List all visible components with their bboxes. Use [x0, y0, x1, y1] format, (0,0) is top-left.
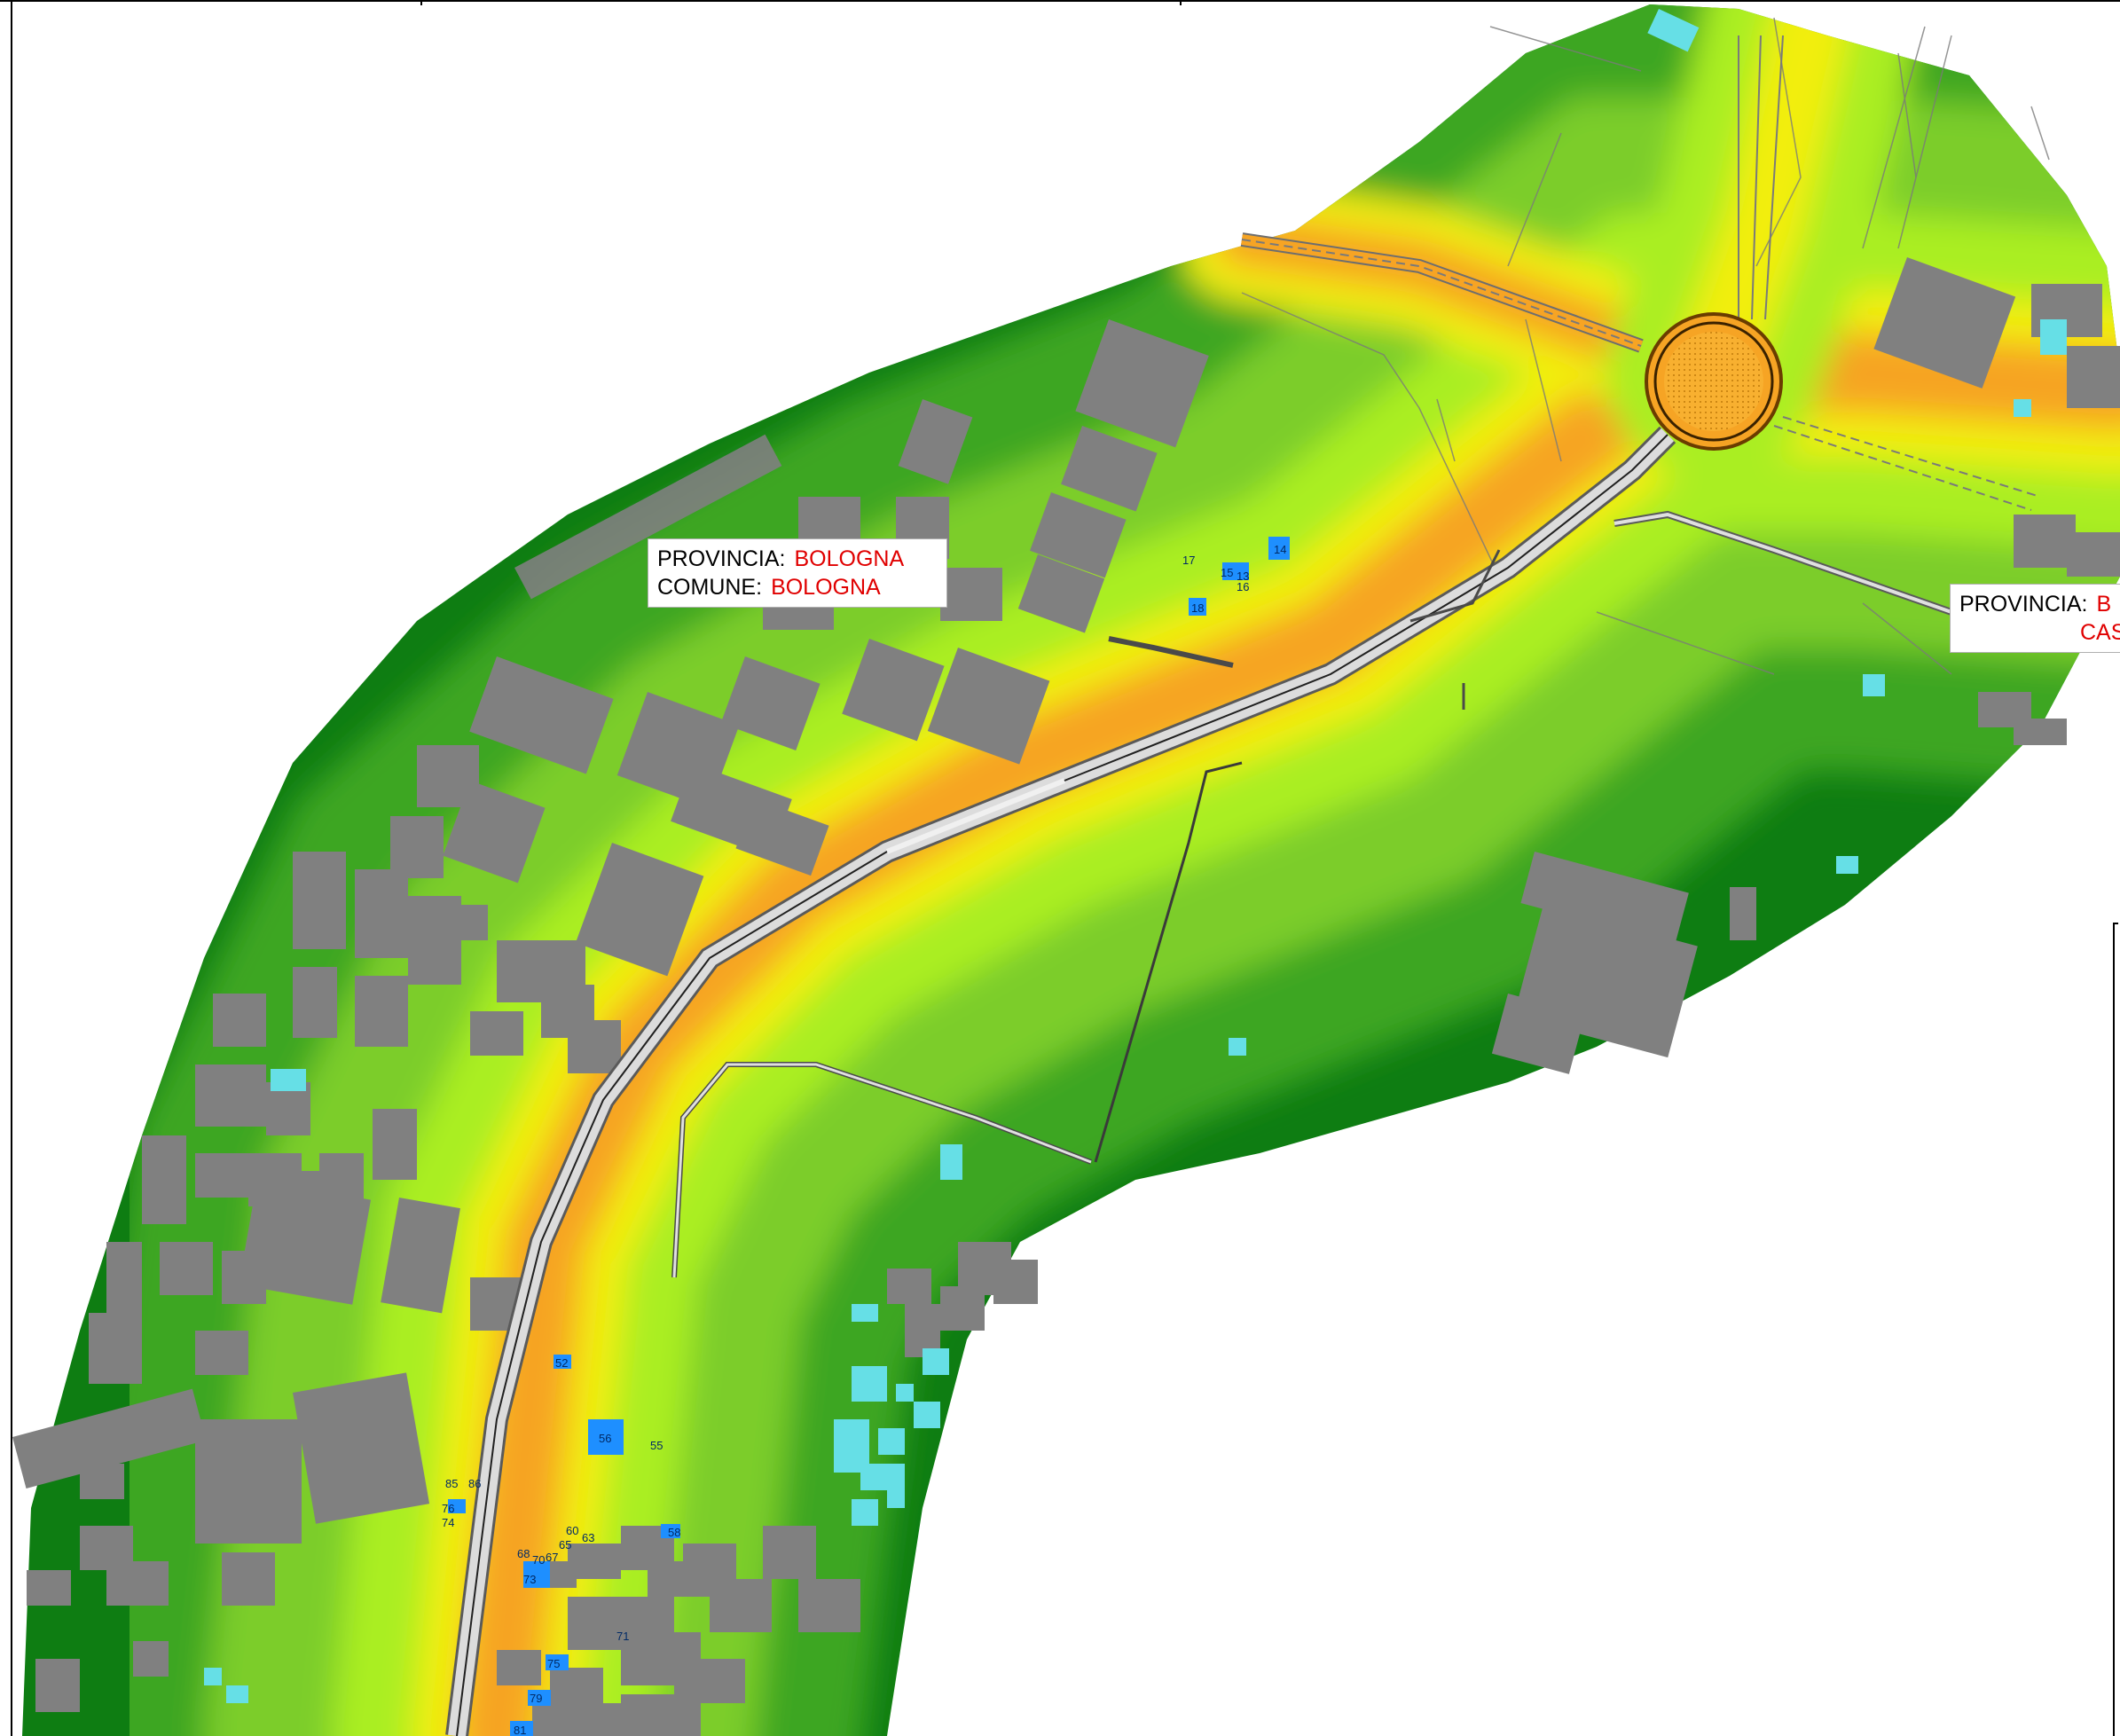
receptor-label: 63 — [582, 1531, 594, 1544]
comune-value: CAS — [2080, 620, 2120, 645]
receptor-label: 76 — [442, 1502, 454, 1515]
receptor-label: 16 — [1237, 580, 1249, 593]
frame-top-line — [0, 0, 2120, 2]
receptor-label: 60 — [566, 1524, 578, 1537]
provincia-key: PROVINCIA: — [1959, 592, 2088, 617]
receptor-label: 73 — [523, 1573, 536, 1586]
frame-right-bracket — [2113, 923, 2118, 924]
frame-tick-1 — [420, 0, 422, 5]
receptor-label: 18 — [1191, 601, 1204, 615]
comune-value: BOLOGNA — [771, 575, 881, 600]
receptor-label: 13 — [1237, 570, 1249, 583]
admin-label-bologna: PROVINCIA: BOLOGNA COMUNE: BOLOGNA — [648, 538, 947, 608]
receptor-label: 15 — [1221, 566, 1233, 579]
receptor-label: 52 — [555, 1356, 568, 1370]
parcel-lines — [1241, 17, 2050, 675]
receptor-label: 85 — [445, 1477, 458, 1490]
receptor-label: 75 — [547, 1657, 560, 1670]
comune-key: COMUNE: — [657, 575, 763, 600]
upper-road — [1240, 35, 2041, 511]
receptor-label: 71 — [616, 1630, 629, 1643]
receptor-label: 86 — [468, 1477, 481, 1490]
buildings — [12, 257, 2120, 1736]
receptor-label: 74 — [442, 1516, 454, 1529]
receptor-label: 56 — [599, 1432, 611, 1445]
frame-left-line — [11, 0, 12, 1736]
roundabout — [1645, 312, 1783, 451]
provincia-value: B — [2096, 592, 2112, 617]
receptor-label: 67 — [546, 1551, 558, 1564]
receptor-label: 81 — [514, 1724, 526, 1736]
receptor-label: 65 — [559, 1538, 571, 1551]
receptor-label: 58 — [668, 1526, 680, 1539]
provincia-value: BOLOGNA — [794, 546, 905, 571]
receptor-label: 70 — [532, 1553, 545, 1567]
receptor-labels: 17 15 13 16 14 18 52 56 55 58 60 65 63 6… — [442, 543, 1286, 1736]
receptors-blue — [448, 537, 1290, 1736]
receptor-label: 68 — [517, 1547, 530, 1560]
main-road — [445, 426, 1953, 1736]
frame-tick-2 — [1180, 0, 1182, 5]
receptor-label: 79 — [530, 1692, 542, 1705]
receptors-light — [204, 9, 2067, 1703]
receptor-label: 14 — [1274, 543, 1286, 556]
provincia-key: PROVINCIA: — [657, 546, 786, 571]
receptor-label: 55 — [650, 1439, 663, 1452]
left-strip — [514, 434, 782, 600]
frame-right-bracket-v — [2113, 923, 2115, 1736]
admin-label-right: PROVINCIA: B CAS — [1950, 584, 2120, 653]
receptor-label: 17 — [1182, 554, 1195, 567]
